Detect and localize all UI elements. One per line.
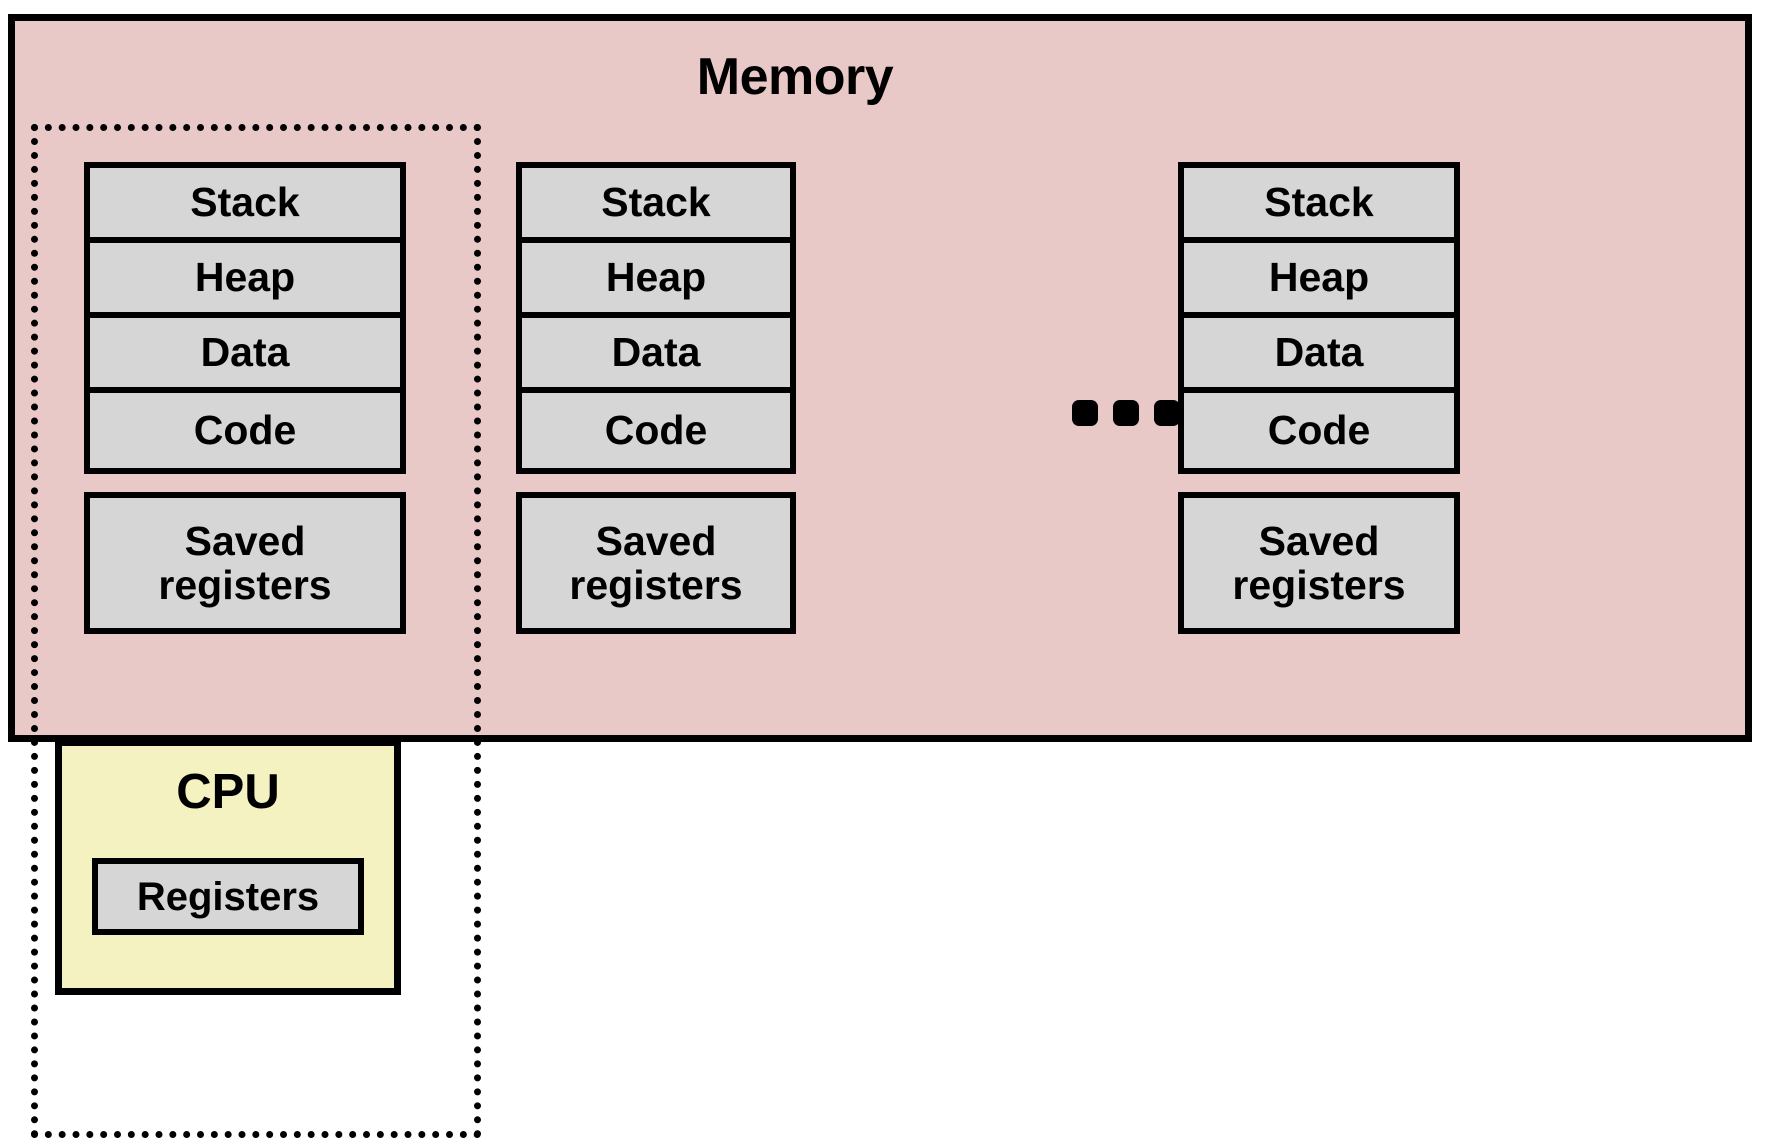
- cpu-box: CPU Registers: [55, 739, 401, 995]
- saved-registers-box-2: Saved registers: [516, 492, 796, 634]
- process-block-3: Stack Heap Data Code Saved registers: [1178, 162, 1460, 634]
- segment-stack: Stack: [1184, 168, 1454, 243]
- segment-data: Data: [90, 318, 400, 393]
- saved-registers-line-1: Saved: [595, 517, 717, 564]
- address-space-segments-1: Stack Heap Data Code: [84, 162, 406, 474]
- saved-registers-box-1: Saved registers: [84, 492, 406, 634]
- segment-data: Data: [1184, 318, 1454, 393]
- ellipsis-dot: [1154, 400, 1180, 426]
- ellipsis-more-processes-icon: [1072, 400, 1180, 426]
- ellipsis-dot: [1072, 400, 1098, 426]
- saved-registers-line-2: registers: [1232, 562, 1406, 608]
- segment-stack: Stack: [90, 168, 400, 243]
- saved-registers-line-1: Saved: [184, 517, 306, 564]
- saved-registers-line-1: Saved: [1258, 517, 1380, 564]
- segment-heap: Heap: [90, 243, 400, 318]
- saved-registers-line-2: registers: [569, 562, 743, 608]
- ellipsis-dot: [1113, 400, 1139, 426]
- segment-stack: Stack: [522, 168, 790, 243]
- cpu-registers-box: Registers: [92, 858, 364, 935]
- segment-data: Data: [522, 318, 790, 393]
- saved-registers-line-2: registers: [158, 562, 332, 608]
- segment-code: Code: [522, 393, 790, 468]
- cpu-title: CPU: [176, 765, 280, 819]
- address-space-segments-2: Stack Heap Data Code: [516, 162, 796, 474]
- address-space-segments-3: Stack Heap Data Code: [1178, 162, 1460, 474]
- memory-title: Memory: [696, 48, 894, 106]
- segment-heap: Heap: [522, 243, 790, 318]
- segment-code: Code: [90, 393, 400, 468]
- saved-registers-box-3: Saved registers: [1178, 492, 1460, 634]
- process-block-1: Stack Heap Data Code Saved registers: [84, 162, 406, 634]
- segment-code: Code: [1184, 393, 1454, 468]
- process-block-2: Stack Heap Data Code Saved registers: [516, 162, 796, 634]
- segment-heap: Heap: [1184, 243, 1454, 318]
